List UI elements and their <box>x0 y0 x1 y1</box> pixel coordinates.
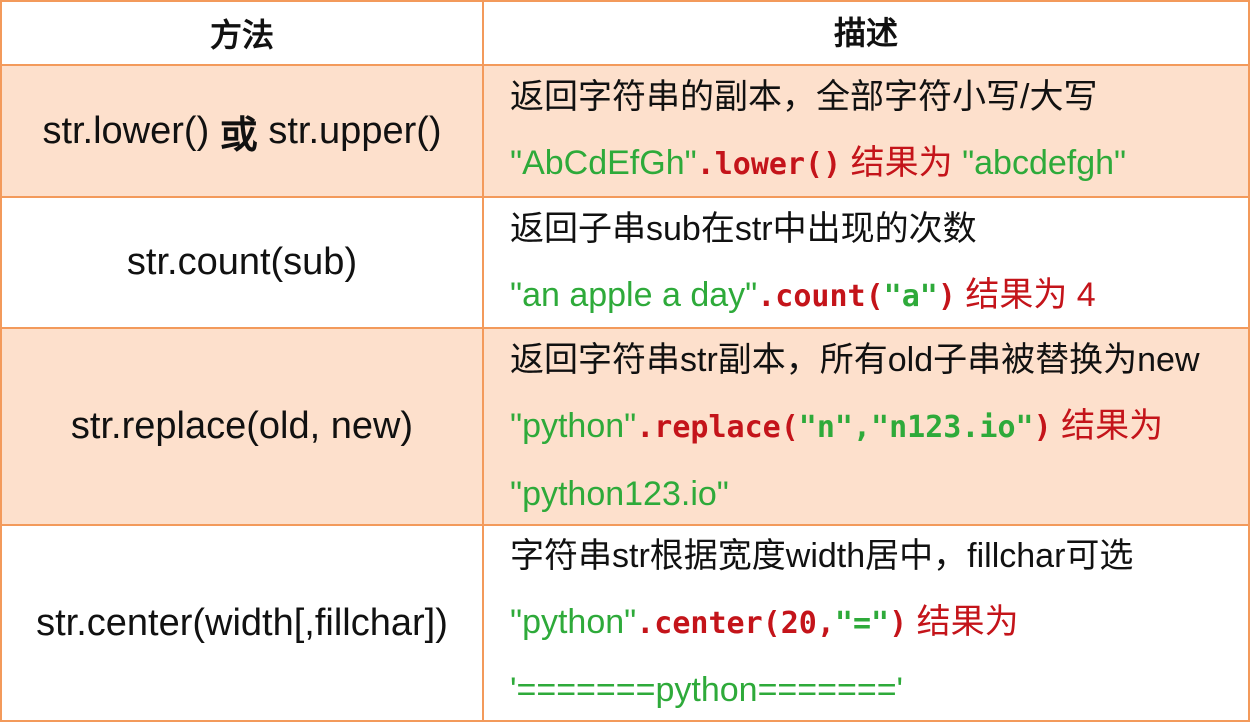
example-code: .center(20, <box>636 606 835 641</box>
table-row: str.count(sub) 返回子串sub在str中出现的次数 "an app… <box>0 198 1250 329</box>
example-code-close: ) <box>889 606 908 641</box>
method-cell: str.lower() 或 str.upper() <box>0 66 484 196</box>
example-code-close: ) <box>937 278 956 314</box>
example-line: "AbCdEfGh".lower() 结果为 "abcdefgh" <box>510 130 1248 198</box>
table-row: str.lower() 或 str.upper() 返回字符串的副本，全部字符小… <box>0 66 1250 198</box>
example-code: .lower() <box>696 147 842 182</box>
header-description: 描述 <box>484 2 1250 64</box>
method-cell: str.count(sub) <box>0 198 484 327</box>
method-lower: str.lower() <box>42 109 210 152</box>
example-result: "python123.io" <box>510 474 729 513</box>
example-result-label: 结果为 4 <box>955 275 1096 314</box>
example-code: .replace( <box>636 409 799 445</box>
example-arg-2: "n123.io" <box>871 409 1034 445</box>
description-cell: 返回子串sub在str中出现的次数 "an apple a day".count… <box>484 198 1250 327</box>
description-text: 返回子串sub在str中出现的次数 <box>510 209 977 248</box>
example-string: "AbCdEfGh" <box>510 144 697 182</box>
example-code-close: ) <box>1033 409 1052 445</box>
example-result-label: 结果为 <box>841 144 963 182</box>
header-method: 方法 <box>0 2 484 64</box>
example-arg-1: "n" <box>798 409 853 445</box>
example-line: "an apple a day".count("a") 结果为 4 <box>510 262 1248 330</box>
description-text: 返回字符串str副本，所有old子串被替换为new <box>510 340 1200 379</box>
example-arg: "a" <box>883 278 938 314</box>
example-arg: "=" <box>834 606 890 641</box>
example-result: '=======python=======' <box>510 671 904 709</box>
example-string: "an apple a day" <box>510 275 758 314</box>
example-string: "python" <box>510 406 637 445</box>
example-string: "python" <box>510 603 637 641</box>
description-cell: 返回字符串的副本，全部字符小写/大写 "AbCdEfGh".lower() 结果… <box>484 66 1250 196</box>
method-or: 或 <box>219 114 258 157</box>
table-row: str.replace(old, new) 返回字符串str副本，所有old子串… <box>0 329 1250 526</box>
description-text: 返回字符串的副本，全部字符小写/大写 <box>510 78 1098 116</box>
method-cell: str.replace(old, new) <box>0 329 484 524</box>
example-line: "python".replace("n","n123.io") 结果为 <box>510 393 1248 461</box>
example-comma: , <box>852 409 872 445</box>
method-upper: str.upper() <box>268 109 442 152</box>
method-cell: str.center(width[,fillchar]) <box>0 526 484 720</box>
example-code: .count( <box>757 278 884 314</box>
table-row: str.center(width[,fillchar]) 字符串str根据宽度w… <box>0 526 1250 722</box>
description-text: 字符串str根据宽度width居中，fillchar可选 <box>510 537 1134 575</box>
example-result-label: 结果为 <box>1051 406 1164 445</box>
description-cell: 返回字符串str副本，所有old子串被替换为new "python".repla… <box>484 329 1250 524</box>
description-cell: 字符串str根据宽度width居中，fillchar可选 "python".ce… <box>484 526 1250 720</box>
example-result-label: 结果为 <box>907 603 1019 641</box>
example-result: "abcdefgh" <box>962 144 1127 182</box>
table-header-row: 方法 描述 <box>0 0 1250 66</box>
example-line: "python".center(20,"=") 结果为 <box>510 589 1248 657</box>
